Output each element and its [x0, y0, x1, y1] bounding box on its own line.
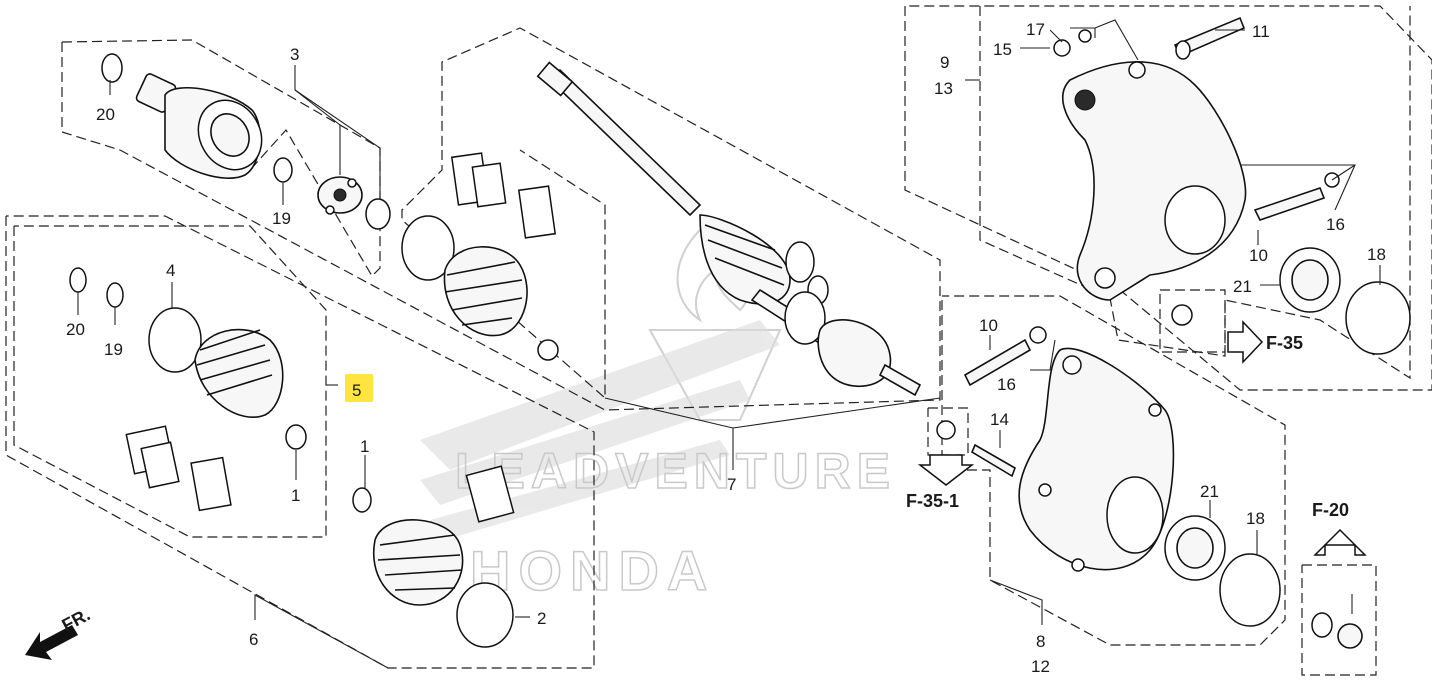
hub-carrier: [936, 326, 1281, 627]
inner-boot-parts: [401, 152, 559, 361]
callout-10-upper[interactable]: 10: [1249, 246, 1268, 265]
callout-1-boot[interactable]: 1: [360, 437, 369, 456]
callout-1-kit[interactable]: 1: [291, 486, 300, 505]
callouts: 20 3 19 4 20 19 5 1 1 6 2 7 17 15 11 9 1…: [66, 20, 1386, 676]
highlight-part-5: [345, 374, 373, 402]
callout-20-upper[interactable]: 20: [96, 105, 115, 124]
leader-lines: [77, 19, 1381, 669]
boot-kit-parts: [69, 267, 307, 512]
callout-4[interactable]: 4: [166, 261, 175, 280]
watermark-text-line2: HONDA: [470, 539, 715, 602]
arrow-f35-1: [917, 454, 975, 486]
outline-boot-kit-5: [13, 225, 327, 538]
outline-f35-1-box: [927, 407, 969, 456]
callout-19-upper[interactable]: 19: [272, 209, 291, 228]
outline-outer-group-6: [5, 215, 595, 669]
callout-17[interactable]: 17: [1026, 20, 1045, 39]
circlips-inner: [101, 53, 391, 230]
front-arrow-icon: [25, 625, 78, 660]
callout-21-upper[interactable]: 21: [1233, 277, 1252, 296]
callout-18-upper[interactable]: 18: [1367, 245, 1386, 264]
callout-15[interactable]: 15: [993, 40, 1012, 59]
front-direction-indicator: FR.: [25, 604, 93, 660]
callout-2[interactable]: 2: [537, 609, 546, 628]
watermark-text-line1: LEADVENTURE: [455, 443, 896, 499]
ref-f35[interactable]: F-35: [1266, 333, 1303, 353]
outline-inner-boot: [401, 149, 606, 400]
callout-9[interactable]: 9: [940, 53, 949, 72]
outline-f35-box: [1159, 289, 1226, 353]
drive-shaft: [536, 61, 922, 397]
group-outlines: [5, 5, 1432, 676]
callout-11[interactable]: 11: [1252, 22, 1270, 41]
callout-16-lower[interactable]: 16: [997, 375, 1016, 394]
arrow-f35: [1227, 320, 1264, 364]
callout-10-lower[interactable]: 10: [979, 316, 998, 335]
callout-19-lower[interactable]: 19: [104, 340, 123, 359]
watermark-honda-wing: [420, 320, 780, 540]
outline-knuckle-top: [904, 5, 1432, 391]
callout-13[interactable]: 13: [934, 79, 953, 98]
callout-8[interactable]: 8: [1036, 632, 1045, 651]
reference-labels: F-35-1 F-35 F-20: [906, 333, 1349, 520]
callout-6[interactable]: 6: [249, 630, 258, 649]
outline-inner-joint: [61, 39, 381, 277]
callout-12[interactable]: 12: [1031, 657, 1050, 676]
rear-knuckle: [1053, 16, 1411, 355]
callout-7[interactable]: 7: [727, 475, 736, 494]
ref-f35-1[interactable]: F-35-1: [906, 491, 959, 511]
outline-knuckle-inner: [979, 6, 1411, 380]
outer-boot: [352, 465, 515, 648]
callout-16-upper[interactable]: 16: [1326, 215, 1345, 234]
outline-shaft-assembly: [61, 27, 941, 411]
callout-3[interactable]: 3: [290, 45, 299, 64]
f20-parts: [1311, 594, 1363, 649]
outline-f20-box: [1301, 564, 1377, 676]
callout-20-lower[interactable]: 20: [66, 320, 85, 339]
tripod-joint: [317, 176, 363, 215]
callout-18-lower[interactable]: 18: [1246, 509, 1265, 528]
ref-f20[interactable]: F-20: [1312, 500, 1349, 520]
callout-14[interactable]: 14: [990, 410, 1009, 429]
arrow-f20: [1313, 528, 1367, 556]
callout-21-lower[interactable]: 21: [1200, 482, 1219, 501]
callout-5[interactable]: 5: [352, 381, 361, 400]
ref-arrows: [917, 320, 1367, 556]
inner-cv-joint: [135, 73, 263, 179]
